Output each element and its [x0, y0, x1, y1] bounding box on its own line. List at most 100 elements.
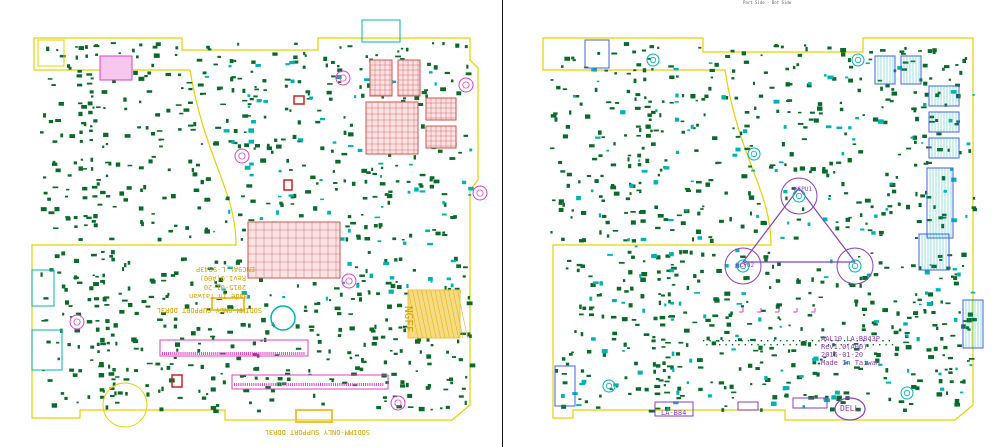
- pad: [599, 281, 603, 286]
- smd-component: [652, 362, 656, 367]
- smd-component: [230, 344, 235, 349]
- smd-component: [840, 48, 847, 53]
- smd-component: [941, 223, 945, 229]
- connector-pin: [207, 352, 209, 355]
- smd-component: [205, 177, 211, 181]
- smd-component: [51, 84, 56, 87]
- smd-component: [571, 56, 575, 60]
- smd-component: [791, 363, 796, 368]
- pad: [831, 395, 837, 400]
- smd-component: [944, 65, 950, 69]
- smd-component: [217, 55, 222, 58]
- ngff-label: NGFF: [402, 306, 415, 333]
- smd-component: [265, 386, 271, 390]
- smd-component: [316, 333, 320, 337]
- smd-component: [578, 180, 581, 184]
- smd-component: [263, 115, 267, 119]
- smd-component: [197, 83, 204, 87]
- pad: [668, 218, 674, 222]
- smd-component: [98, 365, 105, 368]
- via: [891, 344, 894, 346]
- pad: [905, 334, 909, 338]
- smd-component: [768, 166, 774, 169]
- smd-component: [644, 387, 649, 392]
- connector-pin: [178, 352, 180, 355]
- smd-component: [94, 297, 100, 301]
- smd-component: [881, 106, 884, 109]
- via: [789, 344, 791, 346]
- smd-component: [571, 209, 574, 212]
- smd-component: [822, 169, 828, 174]
- smd-component: [803, 393, 807, 396]
- smd-component: [660, 338, 666, 341]
- smd-component: [161, 312, 166, 316]
- smd-component: [624, 290, 629, 293]
- smd-component: [741, 51, 746, 56]
- smd-component: [597, 130, 602, 135]
- smd-component: [713, 297, 719, 301]
- smd-component: [395, 164, 399, 167]
- smd-component: [195, 302, 198, 305]
- smd-component: [349, 123, 354, 127]
- pad: [918, 303, 922, 306]
- via: [770, 344, 772, 346]
- smd-component: [95, 319, 100, 322]
- smd-component: [102, 390, 105, 393]
- pad: [598, 213, 602, 218]
- smd-component: [561, 404, 567, 409]
- smd-component: [227, 330, 234, 334]
- smd-component: [640, 294, 644, 299]
- smd-component: [663, 384, 666, 387]
- smd-component: [131, 48, 135, 53]
- smd-component: [80, 158, 84, 161]
- smd-component: [304, 54, 307, 57]
- smd-component: [602, 353, 607, 357]
- smd-component: [650, 129, 653, 133]
- ngff-hatch: [425, 289, 437, 339]
- smd-component: [432, 229, 437, 231]
- smd-component: [931, 310, 936, 315]
- smd-component: [919, 266, 922, 271]
- smd-component: [106, 341, 110, 345]
- smd-component: [409, 233, 413, 238]
- connector-pin: [272, 383, 274, 386]
- smd-component: [397, 50, 400, 53]
- smd-component: [173, 271, 179, 275]
- smd-component: [746, 300, 749, 303]
- smd-component: [175, 104, 182, 106]
- smd-component: [904, 46, 907, 50]
- smd-component: [108, 372, 115, 376]
- pad: [336, 74, 342, 79]
- smd-component: [41, 319, 47, 322]
- smd-component: [51, 162, 58, 166]
- smd-component: [944, 368, 948, 371]
- smd-component: [243, 375, 247, 377]
- smd-component: [387, 304, 392, 309]
- smd-component: [419, 173, 426, 177]
- smd-component: [118, 52, 121, 55]
- smd-component: [847, 157, 852, 163]
- smd-component: [109, 387, 115, 390]
- connector-pin: [270, 383, 272, 386]
- smd-component: [139, 100, 142, 104]
- smd-component: [269, 294, 272, 297]
- connector-pin: [174, 352, 176, 355]
- smd-component: [900, 266, 904, 269]
- smd-component: [177, 396, 183, 399]
- smd-component: [574, 330, 577, 333]
- smd-component: [665, 342, 671, 344]
- smd-component: [831, 77, 837, 81]
- smd-component: [366, 171, 371, 174]
- smd-component: [137, 126, 142, 129]
- smd-component: [385, 381, 390, 384]
- smd-component: [64, 396, 68, 400]
- pad: [278, 169, 282, 173]
- pad: [561, 393, 565, 399]
- smd-component: [633, 69, 637, 72]
- smd-component: [465, 375, 468, 379]
- smd-component: [85, 54, 89, 58]
- pad: [450, 283, 454, 288]
- smd-component: [772, 264, 775, 269]
- smd-component: [800, 341, 807, 346]
- smd-component: [611, 52, 618, 55]
